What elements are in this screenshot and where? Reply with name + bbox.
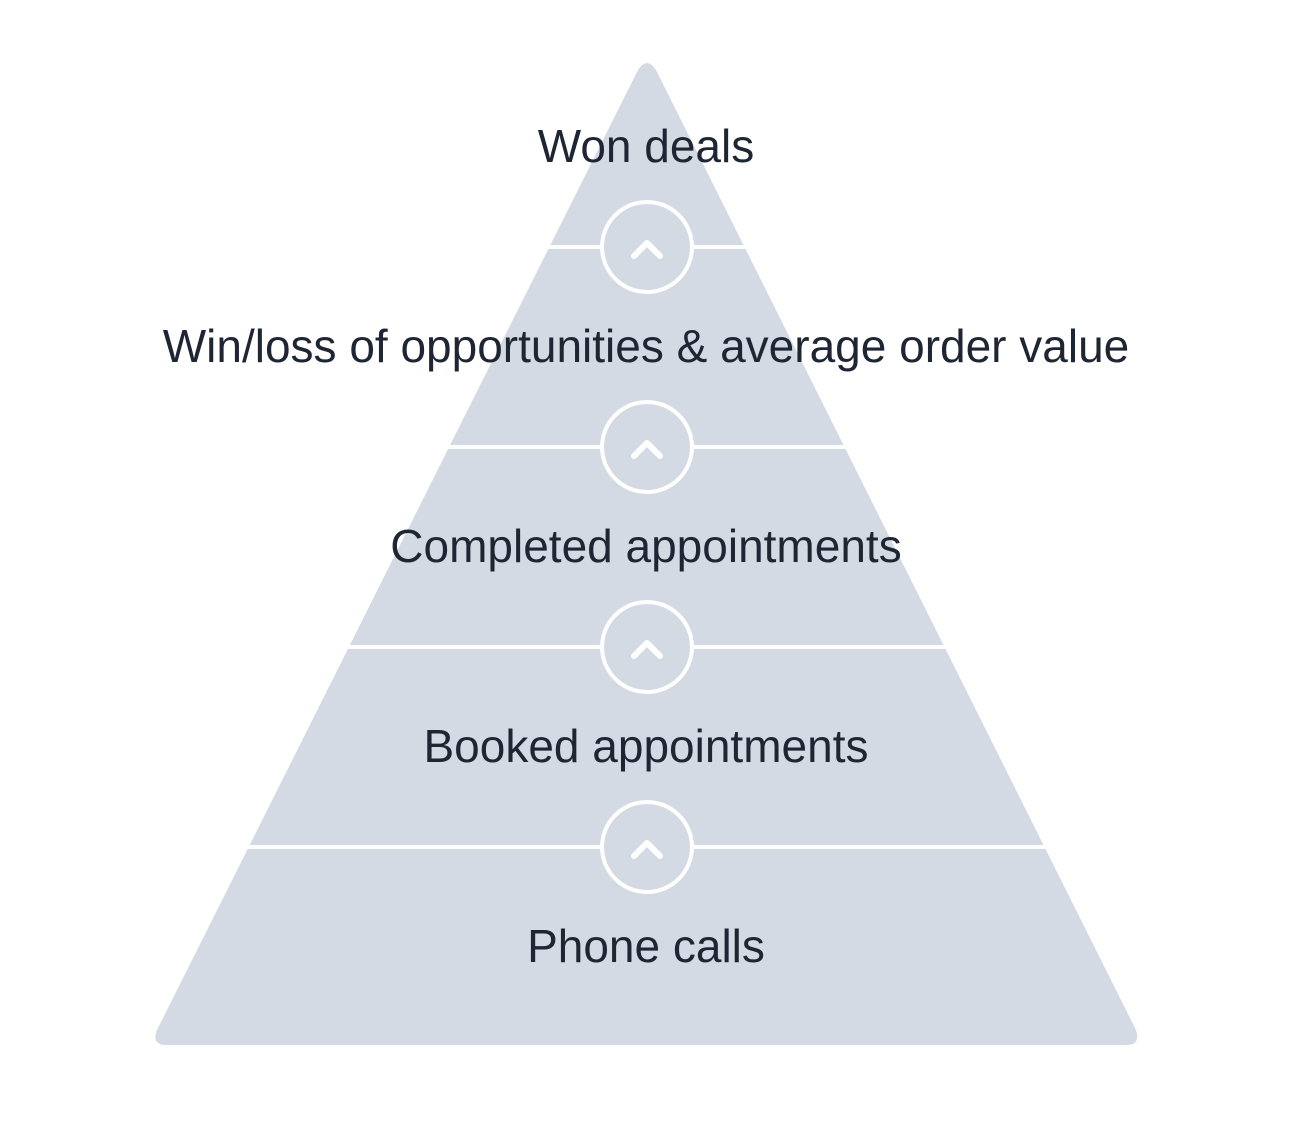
level-labels: Won deals Win/loss of opportunities & av… <box>163 120 1130 972</box>
chevron-up-icon <box>631 640 663 659</box>
connector-4 <box>600 800 694 894</box>
connector-1 <box>600 200 694 294</box>
chevron-up-icon <box>631 440 663 459</box>
level-label-win-loss: Win/loss of opportunities & average orde… <box>163 320 1130 372</box>
pyramid-shape <box>155 63 1138 1045</box>
connector-2 <box>600 400 694 494</box>
chevron-up-icon <box>631 840 663 859</box>
level-connectors <box>600 200 694 894</box>
chevron-up-icon <box>631 240 663 259</box>
level-label-booked-appointments: Booked appointments <box>424 720 869 772</box>
level-label-phone-calls: Phone calls <box>527 920 765 972</box>
connector-3 <box>600 600 694 694</box>
level-label-completed-appointments: Completed appointments <box>390 520 901 572</box>
level-label-won-deals: Won deals <box>538 120 755 172</box>
